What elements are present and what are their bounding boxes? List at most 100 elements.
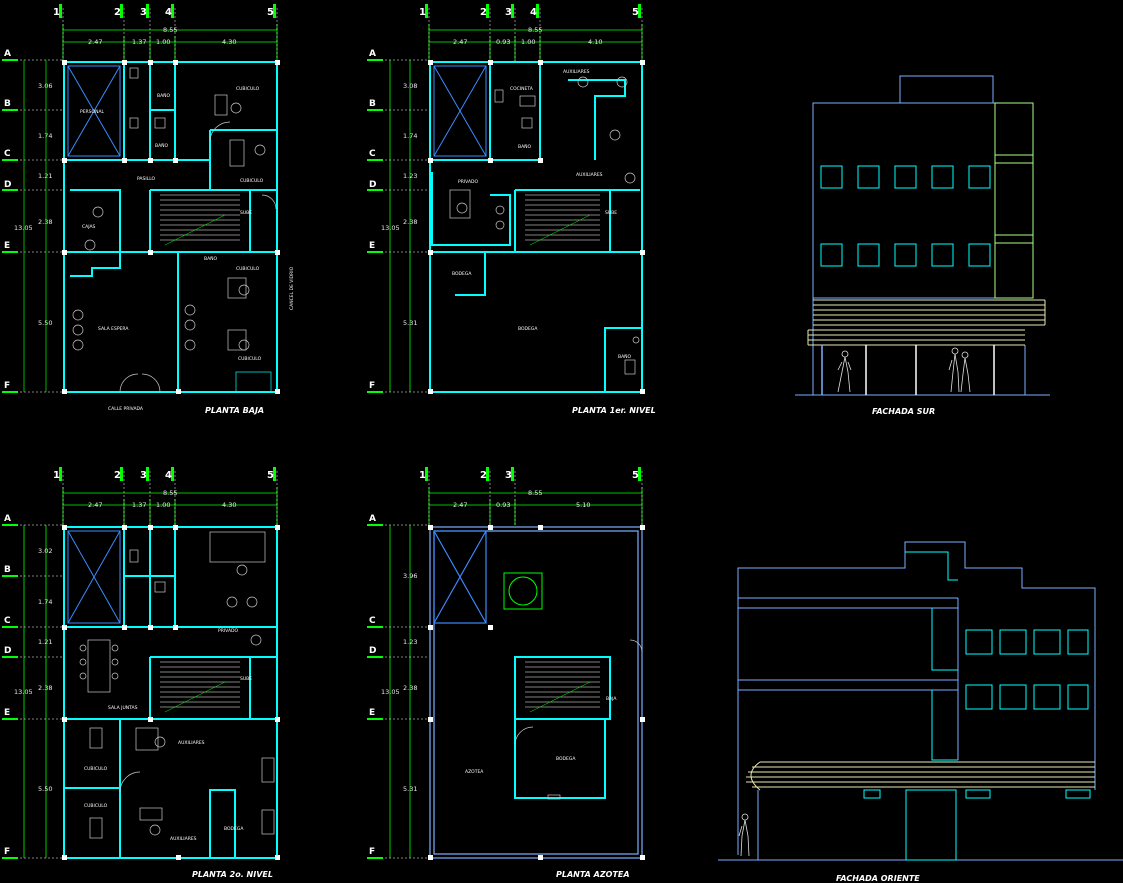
svg-text:F: F [369,847,375,857]
elevation-title-east: FACHADA ORIENTE [836,874,920,883]
svg-text:PASILLO: PASILLO [137,176,156,182]
svg-text:13.05: 13.05 [381,688,400,696]
svg-text:1: 1 [419,7,426,18]
svg-text:3: 3 [140,7,147,18]
svg-text:E: E [369,708,375,718]
svg-text:5.31: 5.31 [403,785,417,793]
svg-text:3: 3 [505,7,512,18]
svg-text:2: 2 [114,470,121,481]
svg-text:3.08: 3.08 [403,82,417,90]
svg-text:AZOTEA: AZOTEA [465,769,484,775]
svg-text:BODEGA: BODEGA [556,756,576,762]
svg-text:5.50: 5.50 [38,785,52,793]
svg-text:E: E [4,708,10,718]
svg-text:0.93: 0.93 [496,501,510,509]
svg-text:BAJA: BAJA [606,696,617,702]
svg-text:F: F [4,381,10,391]
elevation-title-south: FACHADA SUR [872,407,935,416]
svg-text:CUBICULO: CUBICULO [236,86,260,92]
svg-text:E: E [369,241,375,251]
svg-text:F: F [369,381,375,391]
svg-text:2.47: 2.47 [88,501,102,509]
svg-text:C: C [369,616,376,626]
dimension-texts: 8.55 2.47 1.37 1.00 4.30 3.06 1.74 1.21 … [14,26,236,327]
canopy [807,299,1046,346]
svg-text:PRIVADO: PRIVADO [218,628,239,634]
svg-text:PRIVADO: PRIVADO [458,179,479,185]
svg-text:3: 3 [505,470,512,481]
svg-text:A: A [369,514,376,524]
plan-title-ground: PLANTA BAJA [205,406,264,415]
svg-text:BODEGA: BODEGA [452,271,472,277]
grid-row-labels: A B C D E F [4,49,11,391]
svg-text:3.06: 3.06 [38,82,52,90]
svg-text:BAÑO: BAÑO [518,143,532,150]
svg-text:2.38: 2.38 [38,684,52,692]
svg-text:BAÑO: BAÑO [618,353,632,360]
svg-text:8.55: 8.55 [163,489,177,497]
svg-text:1.00: 1.00 [156,38,170,46]
grid-col-labels: 1 2 3 4 5 [53,7,274,18]
svg-text:2.38: 2.38 [403,218,417,226]
svg-text:C: C [4,616,11,626]
svg-text:CANCEL DE VIDRIO: CANCEL DE VIDRIO [289,266,295,310]
svg-text:2.38: 2.38 [403,684,417,692]
plan-first-floor: 1 2 3 4 5 A B C D E F 8.55 2.47 0.93 1.0… [367,4,656,415]
svg-text:1.21: 1.21 [38,638,52,646]
svg-text:4: 4 [165,470,172,481]
svg-text:4.30: 4.30 [222,38,236,46]
svg-text:2: 2 [114,7,121,18]
svg-text:1.00: 1.00 [521,38,535,46]
svg-text:A: A [4,514,11,524]
svg-text:1.37: 1.37 [132,38,146,46]
svg-text:5: 5 [632,7,639,18]
svg-text:4.10: 4.10 [588,38,602,46]
svg-text:2.38: 2.38 [38,218,52,226]
svg-text:1.00: 1.00 [156,501,170,509]
svg-text:B: B [4,565,11,575]
svg-text:A: A [369,49,376,59]
svg-text:5: 5 [632,470,639,481]
svg-text:F: F [4,847,10,857]
svg-text:8.55: 8.55 [528,489,542,497]
svg-text:5: 5 [267,7,274,18]
svg-text:C: C [4,149,11,159]
svg-text:CAJAS: CAJAS [82,224,96,230]
svg-text:2: 2 [480,470,487,481]
svg-text:BODEGA: BODEGA [518,326,538,332]
svg-text:3.02: 3.02 [38,547,52,555]
human-figures [837,347,971,393]
svg-text:2: 2 [480,7,487,18]
svg-text:AUXILIARES: AUXILIARES [170,836,197,842]
svg-text:2.47: 2.47 [88,38,102,46]
svg-text:B: B [4,99,11,109]
svg-text:8.55: 8.55 [528,26,542,34]
plan-ground-floor: 1 2 3 4 5 A B C D E F 8.55 2.47 1.37 1.0… [2,4,295,415]
windows [820,165,991,267]
plan-title-roof: PLANTA AZOTEA [556,870,630,879]
svg-text:BODEGA: BODEGA [224,826,244,832]
svg-text:2.47: 2.47 [453,501,467,509]
svg-text:3.96: 3.96 [403,572,417,580]
svg-text:5.10: 5.10 [576,501,590,509]
svg-text:3: 3 [140,470,147,481]
svg-text:1.23: 1.23 [403,172,417,180]
svg-text:BAÑO: BAÑO [155,142,169,149]
svg-text:4: 4 [530,7,537,18]
svg-text:1.74: 1.74 [38,598,52,606]
svg-text:13.05: 13.05 [14,688,33,696]
room-labels: PERSONAL BAÑO BAÑO CUBICULO CUBICULO PAS… [80,86,295,412]
svg-text:D: D [4,180,11,190]
svg-text:CUBICULO: CUBICULO [240,178,264,184]
svg-text:4: 4 [165,7,172,18]
furniture [72,67,277,393]
svg-text:C: C [369,149,376,159]
svg-text:CALLE PRIVADA: CALLE PRIVADA [108,406,144,412]
svg-text:BAÑO: BAÑO [157,92,171,99]
plan-roof: 1 2 3 5 A C D E F 8.55 2.47 0.93 5.10 3.… [367,467,645,879]
svg-text:8.55: 8.55 [163,26,177,34]
svg-text:BAÑO: BAÑO [204,255,218,262]
svg-text:SUBE: SUBE [240,210,252,216]
svg-text:4.30: 4.30 [222,501,236,509]
